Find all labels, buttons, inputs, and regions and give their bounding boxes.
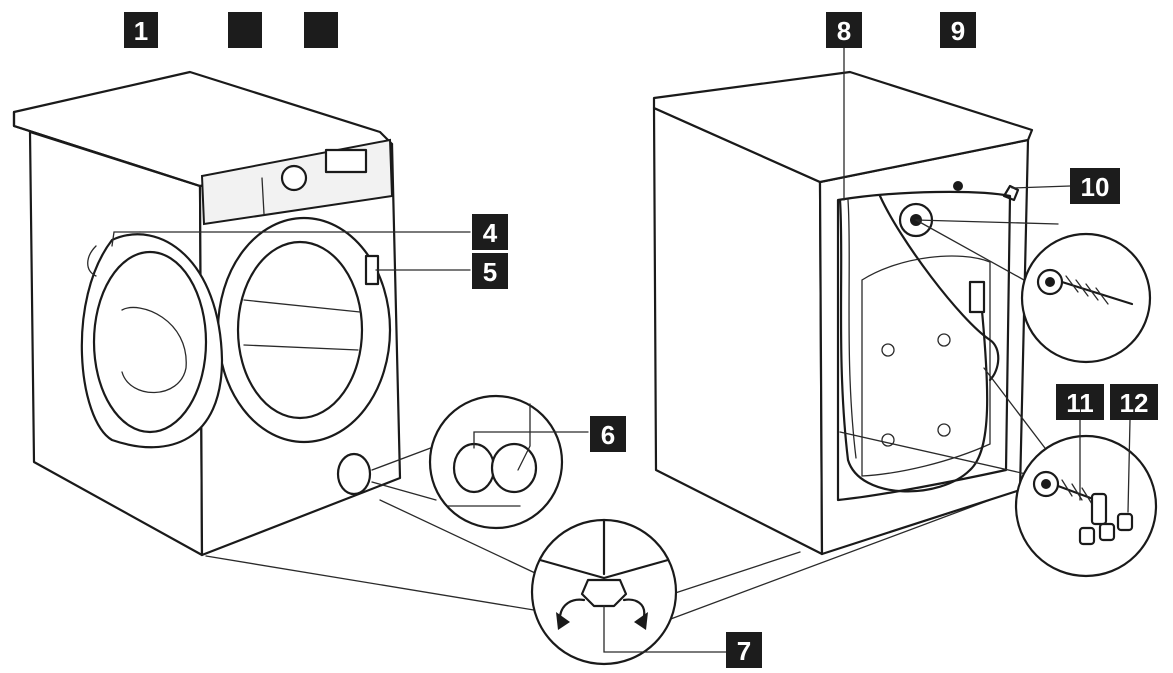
callout-3: [304, 12, 338, 48]
front-view-machine: [12, 70, 402, 557]
svg-text:8: 8: [837, 16, 851, 46]
filter-detail-magnifier: [371, 394, 564, 530]
callout-1: 1: [124, 12, 158, 48]
porthole-ring: [216, 216, 392, 444]
callout-7: 7: [726, 632, 762, 668]
svg-text:10: 10: [1081, 172, 1110, 202]
svg-text:12: 12: [1120, 388, 1149, 418]
svg-text:7: 7: [737, 636, 751, 666]
drain-hose: [838, 198, 989, 493]
program-knob-icon: [280, 164, 308, 192]
rotate-left-arrow-icon: [558, 598, 586, 618]
callout-2: [228, 12, 262, 48]
svg-text:5: 5: [483, 257, 497, 287]
callout-9: 9: [940, 12, 976, 48]
callout-10: 10: [1070, 168, 1120, 204]
transit-bolt-magnifier: [915, 219, 1152, 364]
rotate-right-arrow-icon: [622, 598, 646, 618]
drain-hose-end: [968, 280, 986, 314]
open-door: [80, 233, 224, 449]
svg-text:6: 6: [601, 420, 615, 450]
callout-12: 12: [1110, 384, 1158, 420]
spacer-magnifier: [839, 367, 1158, 578]
callout-6: 6: [590, 416, 626, 452]
rear-view-machine: [652, 70, 1034, 556]
svg-text:9: 9: [951, 16, 965, 46]
display-window: [324, 148, 368, 174]
callouts: 1 4 5 6 7 8 9: [124, 12, 1158, 668]
svg-text:1: 1: [134, 16, 148, 46]
callout-5: 5: [472, 253, 508, 289]
callout-11: 11: [1056, 384, 1104, 420]
leveling-foot-magnifier: [205, 499, 991, 666]
callout-8: 8: [826, 12, 862, 48]
svg-text:4: 4: [483, 218, 498, 248]
filter-cap: [336, 452, 372, 496]
power-cable: [878, 194, 1000, 382]
svg-text:11: 11: [1066, 388, 1094, 418]
foot-nut-icon: [580, 578, 628, 608]
water-inlet-valve: [1002, 184, 1020, 202]
callout-leaders: [111, 47, 1131, 653]
callout-4: 4: [472, 214, 508, 250]
